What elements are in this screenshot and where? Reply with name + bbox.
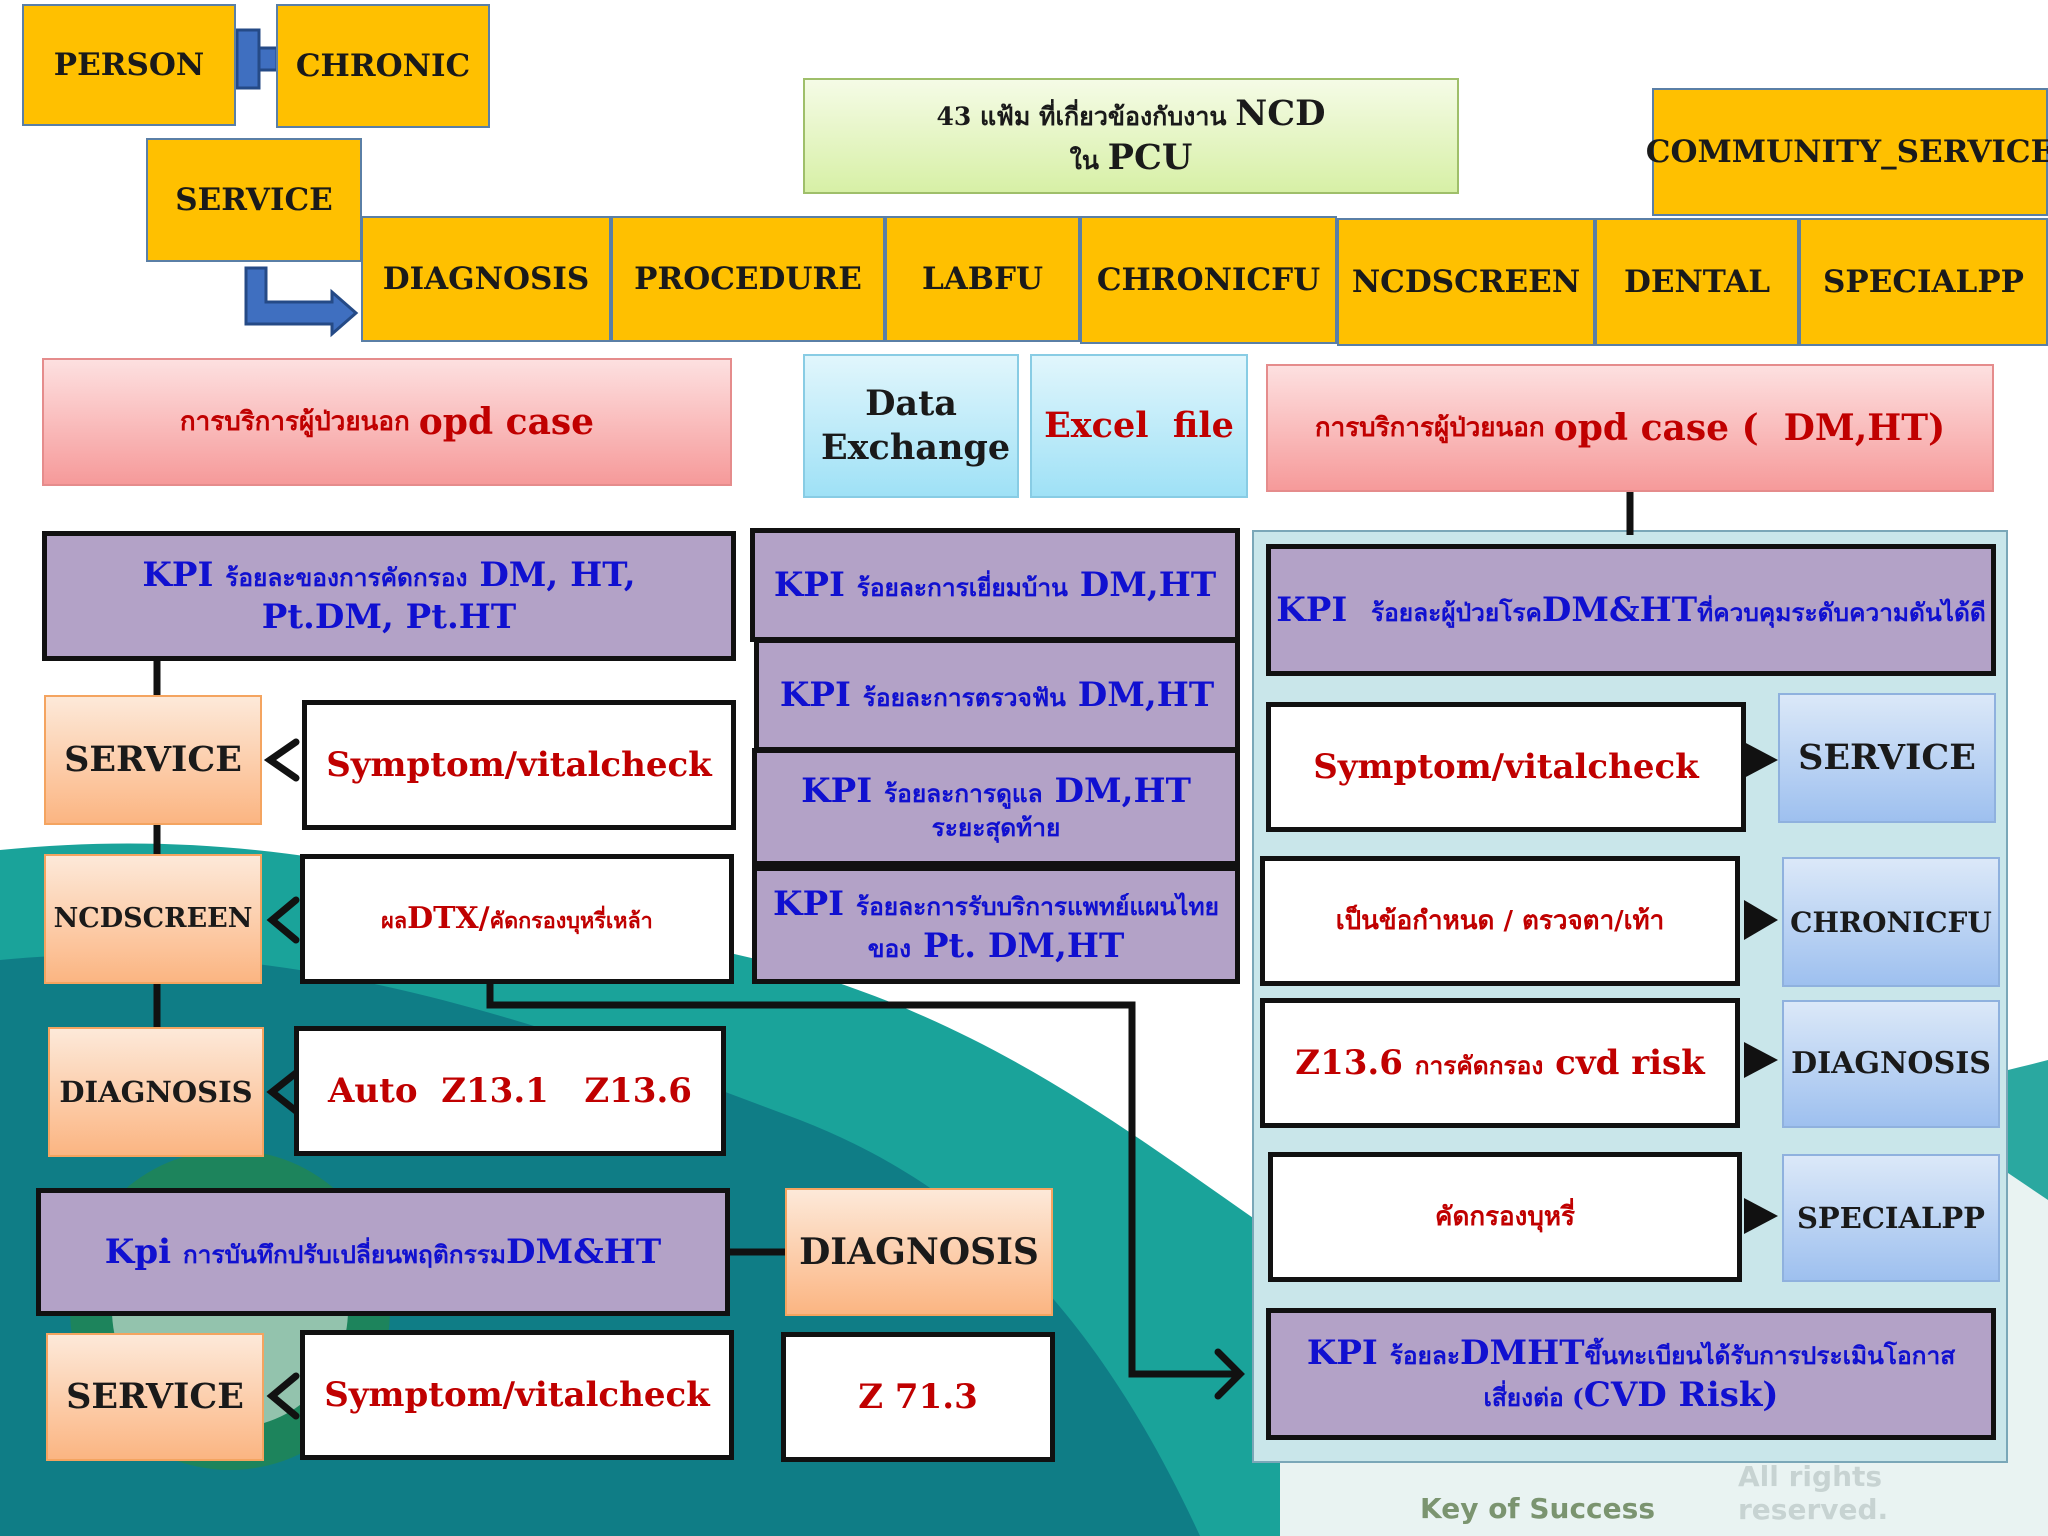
symptom-vitalcheck-right: Symptom/vitalcheck <box>1266 702 1746 832</box>
copyright-text: All rights reserved. <box>1738 1460 1889 1526</box>
excel-file: Excel file <box>1030 354 1248 498</box>
kpi-dental-check: KPI ร้อยละการตรวจฟัน DM,HT <box>754 638 1240 752</box>
auto-z-codes: Auto Z13.1 Z13.6 <box>294 1026 726 1156</box>
kpi-screening: KPI ร้อยละของการคัดกรอง DM, HT, Pt.DM, P… <box>42 531 736 661</box>
file-dental: DENTAL <box>1595 218 1799 346</box>
service-box-left: SERVICE <box>44 695 262 825</box>
symptom-vitalcheck-left: Symptom/vitalcheck <box>302 700 736 830</box>
kpi-palliative-care: KPI ร้อยละการดูแล DM,HT ระยะสุดท้าย <box>752 748 1240 866</box>
diagnosis-box-right: DIAGNOSIS <box>1782 1000 2000 1128</box>
service-box-right: SERVICE <box>1778 693 1996 823</box>
file-labfu: LABFU <box>885 216 1080 342</box>
dtx-screening: ผลDTX/คัดกรองบุหรี่เหล้า <box>300 854 734 984</box>
diagnosis-box-left: DIAGNOSIS <box>48 1027 264 1157</box>
header-line2: ใน PCU <box>1069 137 1193 178</box>
file-diagnosis: DIAGNOSIS <box>361 216 611 342</box>
header-line1: 43 แฟ้ม ที่เกี่ยวข้องกับงาน NCD <box>936 93 1326 135</box>
z713-box: Z 71.3 <box>781 1332 1055 1462</box>
community-service-file: COMMUNITY_SERVICE <box>1646 88 2048 216</box>
kpi-cvd-risk-assessment: KPI ร้อยละDMHTขึ้นทะเบียนได้รับการประเมิ… <box>1266 1308 1996 1440</box>
ncdscreen-box-left: NCDSCREEN <box>44 854 262 984</box>
right-panel <box>1252 530 2008 1463</box>
specialpp-box-right: SPECIALPP <box>1782 1154 2000 1282</box>
kpi-bp-controlled: KPI ร้อยละผู้ป่วยโรคDM&HTที่ควบคุมระดับค… <box>1266 544 1996 676</box>
opd-case-right: การบริการผู้ป่วยนอก opd case ( DM,HT) <box>1266 364 1994 492</box>
diagnosis-box-behavior: DIAGNOSIS <box>785 1188 1053 1316</box>
file-chronicfu: CHRONICFU <box>1080 216 1337 344</box>
service-box-bottom: SERVICE <box>46 1333 264 1461</box>
person-label: PERSON <box>53 46 205 83</box>
kpi-behavior-change: Kpi การบันทึกปรับเปลี่ยนพฤติกรรมDM&HT <box>36 1188 730 1316</box>
service-file: SERVICE <box>146 138 362 262</box>
file-ncdscreen: NCDSCREEN <box>1337 218 1595 346</box>
smoking-screening: คัดกรองบุหรี่ <box>1268 1152 1742 1282</box>
file-procedure: PROCEDURE <box>611 216 885 342</box>
chronic-label: CHRONIC <box>295 47 471 84</box>
data-exchange: Data Exchange <box>803 354 1019 498</box>
kpi-home-visit: KPI ร้อยละการเยี่ยมบ้าน DM,HT <box>750 528 1240 642</box>
chronic-file: CHRONIC <box>276 4 490 128</box>
file-specialpp: SPECIALPP <box>1799 218 2048 346</box>
opd-case-left: การบริการผู้ป่วยนอก opd case <box>42 358 732 486</box>
chronicfu-box-right: CHRONICFU <box>1782 857 2000 987</box>
cvd-risk-screening: Z13.6 การคัดกรอง cvd risk <box>1260 998 1740 1128</box>
person-file: PERSON <box>22 4 236 126</box>
symptom-vitalcheck-bottom: Symptom/vitalcheck <box>300 1330 734 1460</box>
community-service-label: COMMUNITY_SERVICE <box>1645 133 2048 170</box>
service-label: SERVICE <box>175 181 333 218</box>
ncd-files-header: 43 แฟ้ม ที่เกี่ยวข้องกับงาน NCD ใน PCU <box>803 78 1459 194</box>
eye-foot-exam: เป็นข้อกำหนด / ตรวจตา/เท้า <box>1260 856 1740 986</box>
logo-tagline: Key of Success <box>1420 1492 1655 1525</box>
kpi-thai-traditional-medicine: KPI ร้อยละการรับบริการแพทย์แผนไทย ของ Pt… <box>752 866 1240 984</box>
